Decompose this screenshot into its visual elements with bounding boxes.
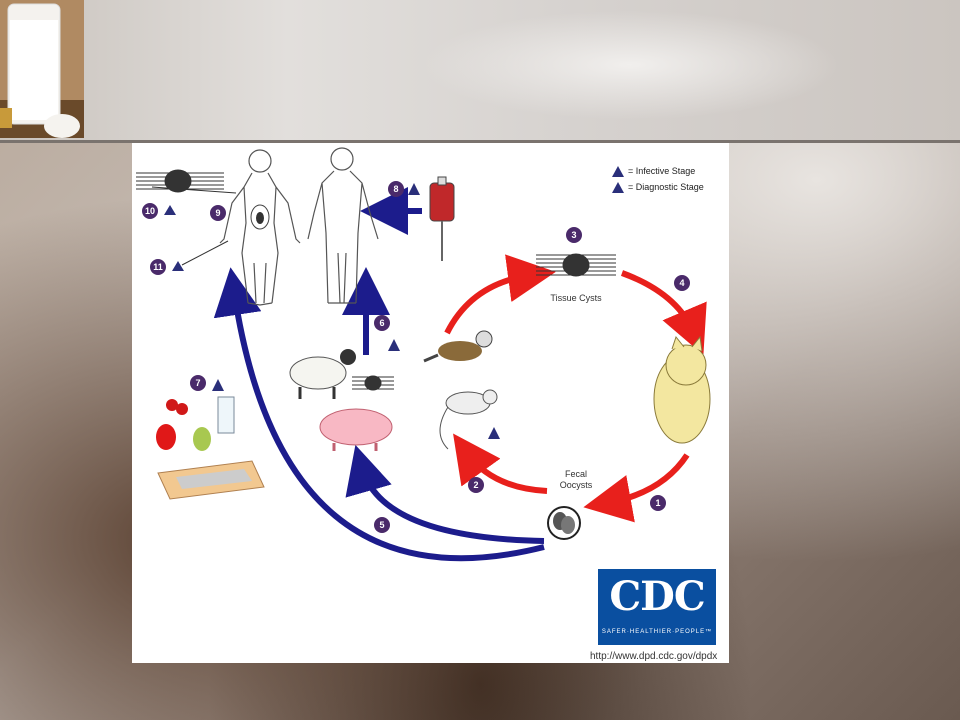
- cdc-tagline: SAFER·HEALTHIER·PEOPLE™: [601, 629, 713, 635]
- red-arrow-from-cat: [583, 453, 690, 523]
- tissue-cyst-fibers-top-left: [136, 169, 224, 193]
- svg-text:6: 6: [379, 318, 384, 328]
- cdc-logo: CDC SAFER·HEALTHIER·PEOPLE™: [598, 569, 716, 645]
- tissue-cyst-fibers-center: [536, 253, 616, 277]
- toxoplasma-life-cycle-diagram: 1 2 3 4 5 6 7 8 9 10 11 = Infective Stag…: [132, 143, 729, 663]
- red-arrow-cysts: [444, 254, 556, 335]
- svg-text:10: 10: [145, 206, 155, 216]
- food-produce: [156, 396, 235, 451]
- legend-diagnostic: = Diagnostic Stage: [628, 182, 704, 192]
- top-band: [0, 0, 960, 140]
- red-arrow-to-cat: [620, 270, 707, 356]
- cdc-logo-text: CDC: [609, 573, 705, 620]
- legend: = Infective Stage = Diagnostic Stage: [612, 163, 704, 195]
- human-male-outline: [307, 147, 379, 304]
- litter-box: [157, 460, 265, 500]
- human-female-outline: [219, 149, 301, 306]
- legend-infective: = Infective Stage: [628, 166, 696, 176]
- step-6: [374, 315, 390, 331]
- band-divider: [0, 140, 960, 143]
- pig: [319, 408, 393, 451]
- sheep: [289, 349, 356, 399]
- step-5: [374, 517, 390, 533]
- stage-markers: [164, 183, 500, 439]
- step-8: [388, 181, 404, 197]
- bird-sparrow: [423, 330, 493, 363]
- svg-text:2: 2: [473, 480, 478, 490]
- infective-stage-icon: [612, 165, 624, 177]
- step-10: [142, 203, 158, 219]
- label-tissue-cysts: Tissue Cysts: [550, 293, 602, 303]
- step-7: [190, 375, 206, 391]
- label-fecal-oocysts: Fecal Oocysts: [559, 469, 593, 490]
- blue-arrow-to-livestock: [345, 444, 545, 544]
- step-3: [566, 227, 582, 243]
- svg-text:11: 11: [153, 262, 163, 272]
- step-2: [468, 477, 484, 493]
- step-9: [210, 205, 226, 221]
- source-url: http://www.dpd.cdc.gov/dpdx: [590, 651, 718, 662]
- cat: [653, 335, 711, 444]
- step-11: [150, 259, 166, 275]
- step-4: [674, 275, 690, 291]
- milk-glass-thumbnail: [0, 0, 84, 138]
- red-arrow-to-rodent: [453, 433, 548, 494]
- tissue-cyst-fibers-meat: [352, 375, 394, 391]
- svg-text:5: 5: [379, 520, 384, 530]
- blood-transfusion-bag: [429, 176, 455, 261]
- fecal-oocyst: [547, 506, 581, 540]
- mouse: [439, 389, 498, 450]
- diagnostic-stage-icon: [612, 181, 624, 193]
- blue-arrow-to-human: [213, 267, 545, 562]
- svg-text:8: 8: [393, 184, 398, 194]
- svg-text:7: 7: [195, 378, 200, 388]
- svg-text:4: 4: [679, 278, 684, 288]
- svg-text:3: 3: [571, 230, 576, 240]
- step-1: [650, 495, 666, 511]
- svg-text:9: 9: [215, 208, 220, 218]
- svg-text:1: 1: [655, 498, 660, 508]
